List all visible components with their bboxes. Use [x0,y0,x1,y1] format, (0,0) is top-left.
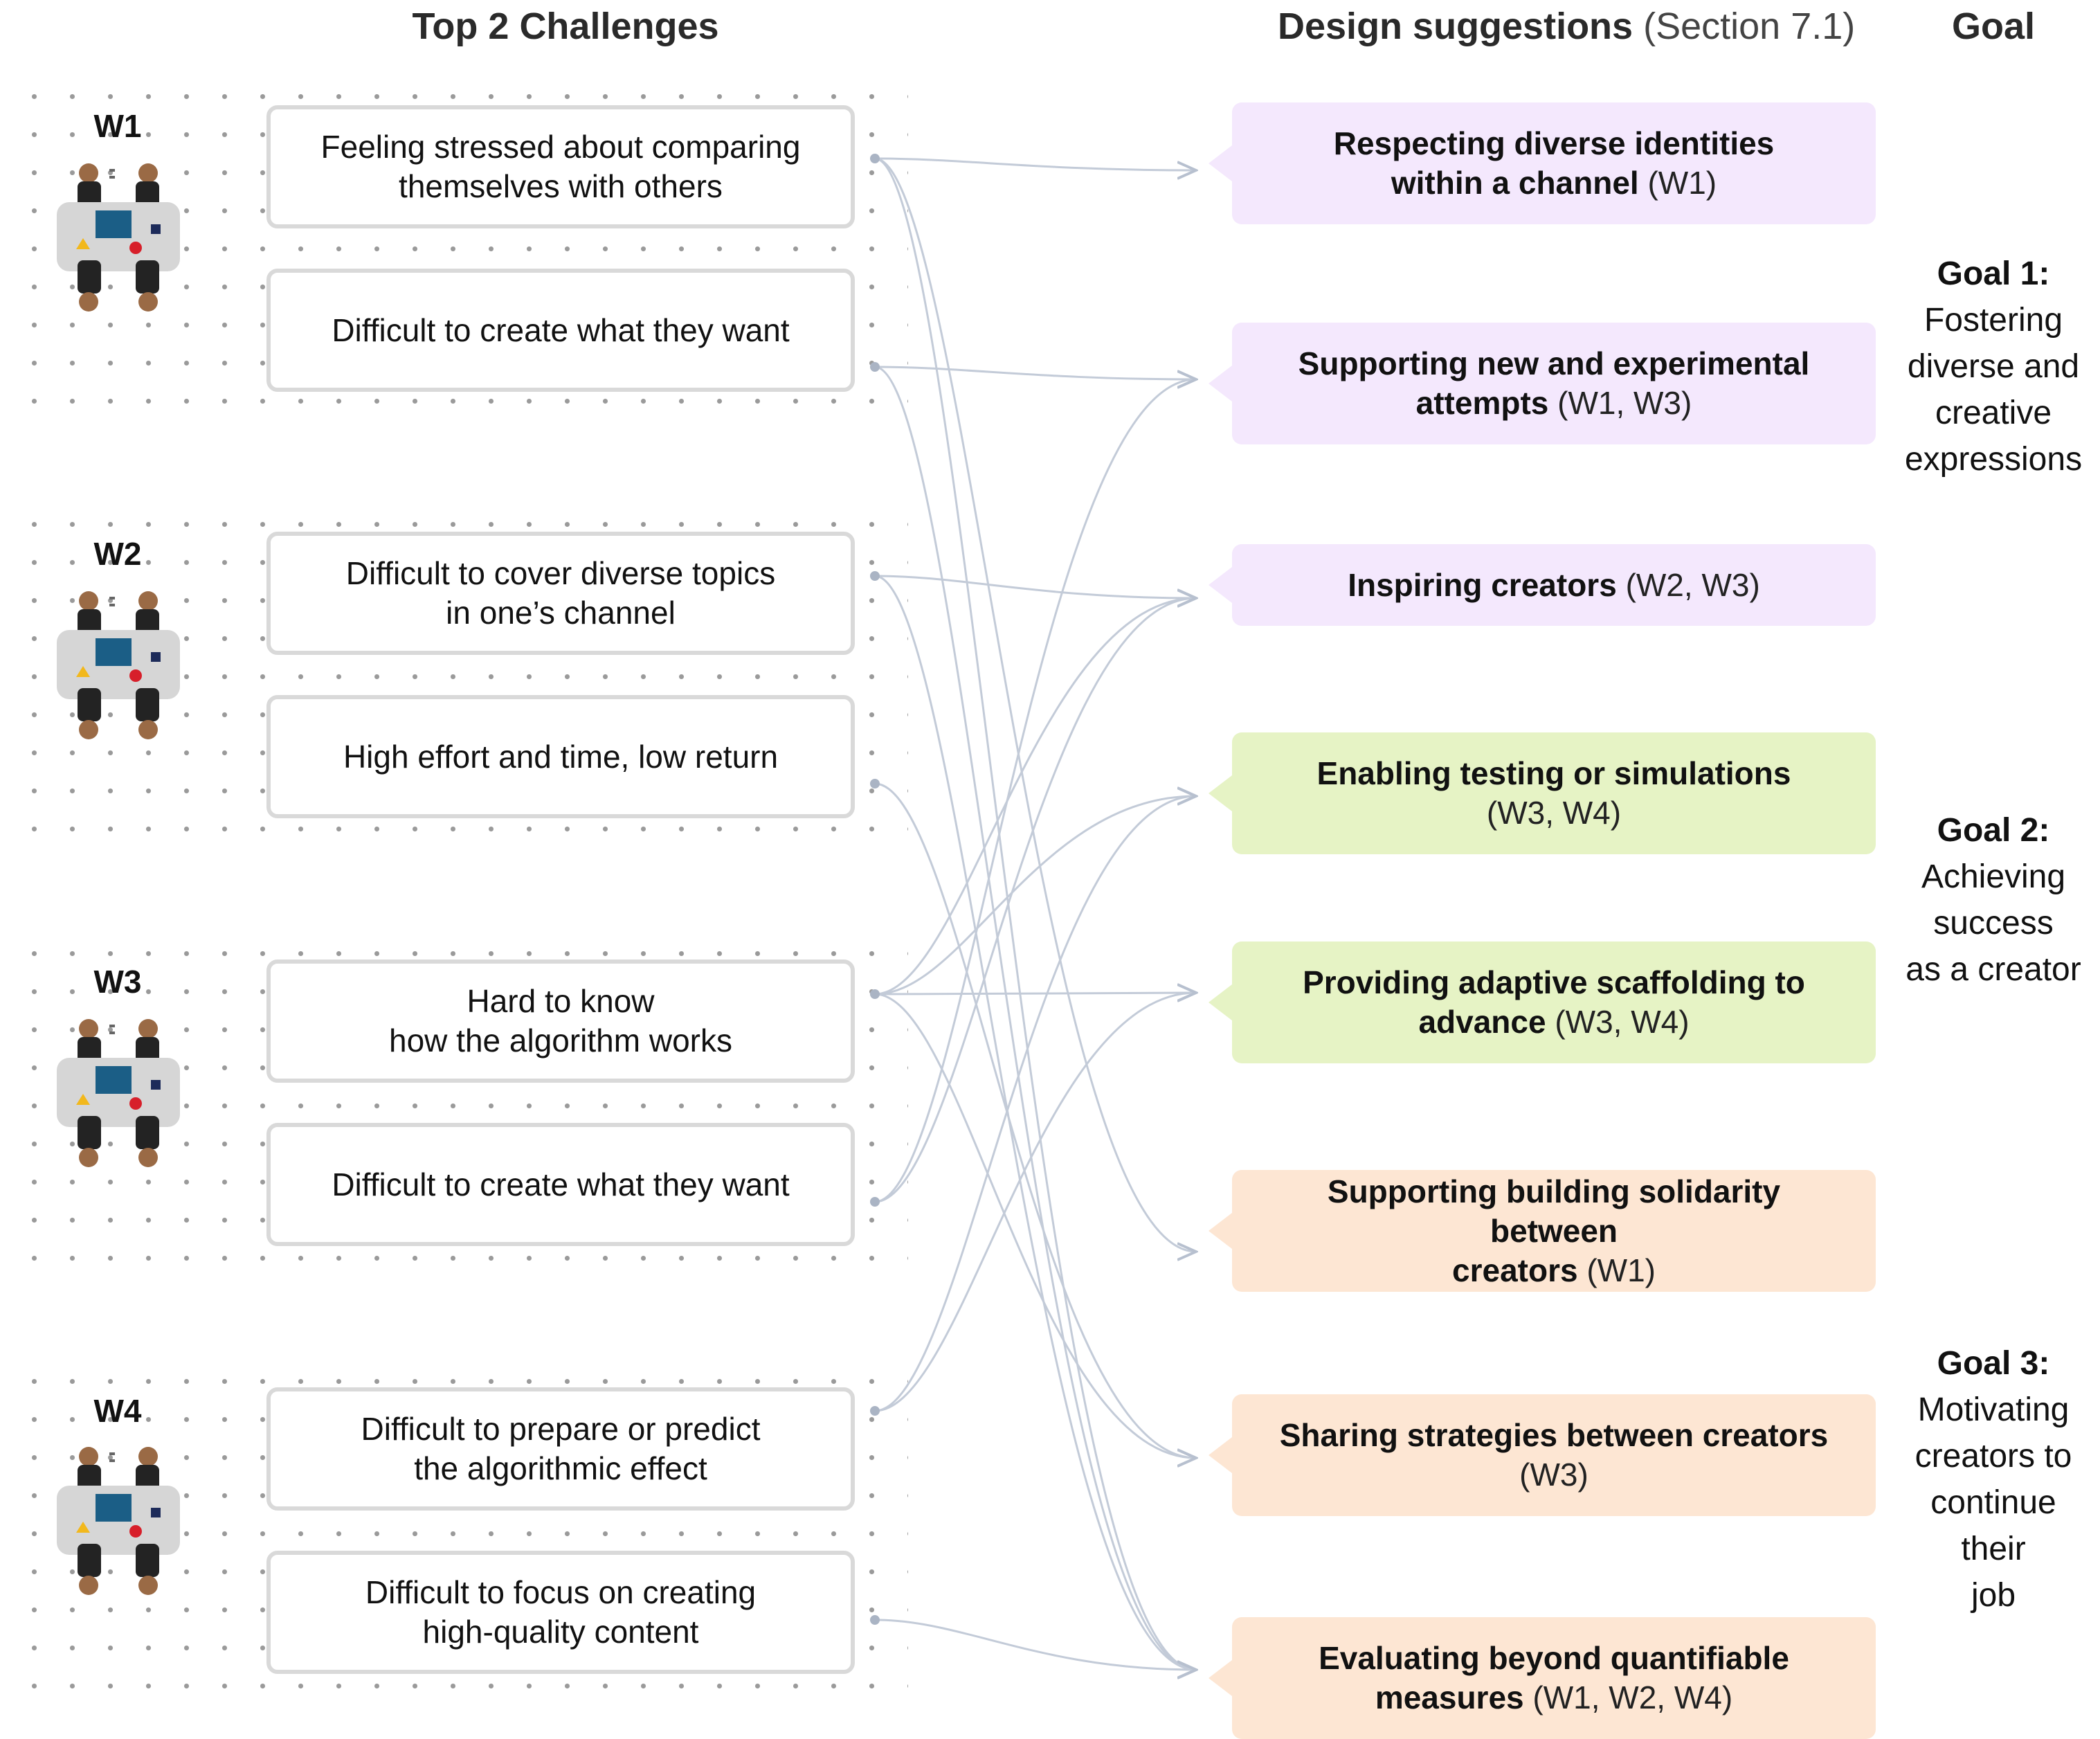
suggestion-box: Supporting building solidarity between c… [1209,1170,1876,1292]
suggestion-box: Evaluating beyond quantifiable measures … [1209,1617,1876,1739]
suggestion-box: Respecting diverse identities within a c… [1209,102,1876,224]
connector-link [874,366,1196,379]
challenge-box: Difficult to cover diverse topics in one… [266,532,855,655]
goal-header: Goal [1951,6,2036,47]
connector-link [874,796,1196,1412]
workshop-label-w1: W1 [93,108,142,144]
connector-dot [870,154,880,163]
connector-dot [870,1406,880,1416]
connector-link [874,993,1196,994]
connector-link [874,575,1196,598]
meeting-table-icon [57,1447,180,1595]
suggestion-box: Inspiring creators (W2, W3) [1209,544,1876,626]
suggestion-box: Enabling testing or simulations (W3, W4) [1209,732,1876,854]
connector-link [874,993,1196,1458]
connector-link [874,598,1196,1203]
challenge-box: Difficult to prepare or predict the algo… [266,1387,855,1511]
connector-link [874,157,1196,1670]
connector-link [874,782,1196,1458]
connector-dot [870,362,880,372]
design-suggestions-header: Design suggestions (Section 7.1) [1278,6,1856,47]
workshop-label-w4: W4 [93,1393,142,1429]
challenge-box: High effort and time, low return [266,695,855,818]
workshop-label-w3: W3 [93,964,142,1000]
connector-link [874,366,1196,1670]
workshop-label-w2: W2 [93,536,142,572]
connector-link [874,993,1196,1412]
meeting-table-icon [57,163,180,312]
suggestion-box: Providing adaptive scaffolding to advanc… [1209,941,1876,1063]
connector-dot [870,1197,880,1207]
connector-dot [870,571,880,581]
connector-link [874,379,1196,1203]
challenge-box: Difficult to focus on creating high-qual… [266,1551,855,1674]
connector-link [874,796,1196,995]
connector-dot [870,989,880,999]
challenge-box: Difficult to create what they want [266,1123,855,1246]
suggestion-box: Supporting new and experimental attempts… [1209,323,1876,444]
connector-link [874,1619,1196,1670]
connector-link [874,598,1196,995]
connector-dot [870,779,880,789]
connector-link [874,157,1196,170]
meeting-table-icon [57,1019,180,1167]
challenge-box: Hard to know how the algorithm works [266,959,855,1083]
challenges-header: Top 2 Challenges [412,6,719,47]
challenge-box: Difficult to create what they want [266,269,855,392]
suggestion-box: Sharing strategies between creators (W3) [1209,1394,1876,1516]
connector-dot [870,1615,880,1625]
connector-link [874,157,1196,1252]
challenge-box: Feeling stressed about comparing themsel… [266,105,855,228]
connector-link [874,575,1196,1670]
meeting-table-icon [57,591,180,739]
